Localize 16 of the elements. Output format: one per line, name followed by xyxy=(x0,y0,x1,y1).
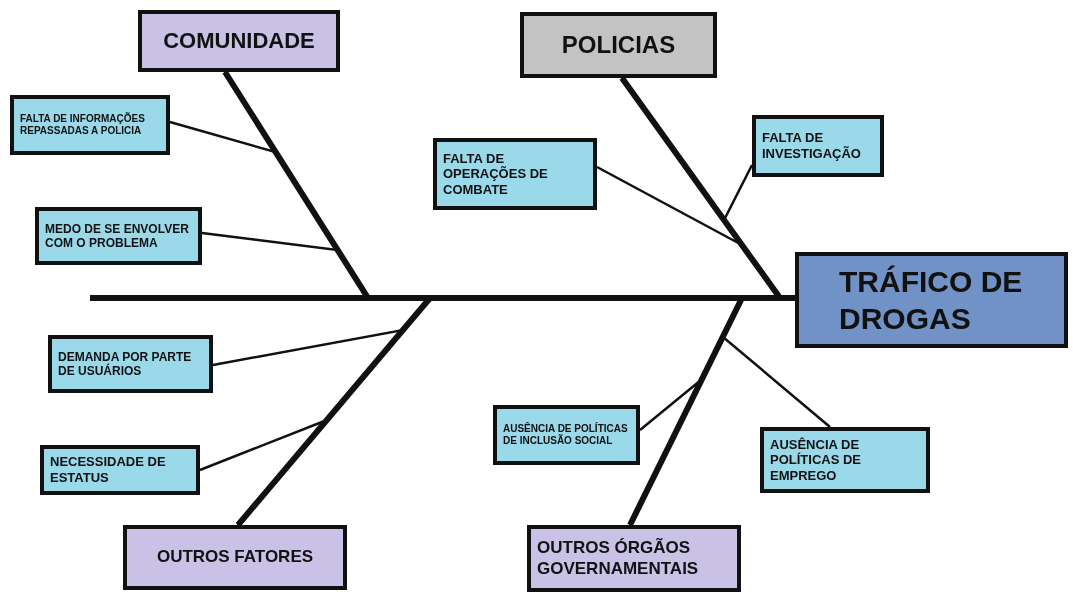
cause-box: DEMANDA POR PARTE DE USUÁRIOS xyxy=(48,335,213,393)
category-box: POLICIAS xyxy=(520,12,717,78)
cause-box: AUSÊNCIA DE POLÍTICAS DE EMPREGO xyxy=(760,427,930,493)
cause-box: MEDO DE SE ENVOLVER COM O PROBLEMA xyxy=(35,207,202,265)
cause-box: AUSÊNCIA DE POLÍTICAS DE INCLUSÃO SOCIAL xyxy=(493,405,640,465)
branch-line xyxy=(201,71,340,252)
branch-line xyxy=(199,418,329,526)
category-box: COMUNIDADE xyxy=(138,10,340,72)
cause-box: FALTA DE INVESTIGAÇÃO xyxy=(752,115,884,177)
cause-box: FALTA DE INFORMAÇÕES REPASSADAS A POLICIA xyxy=(10,95,170,155)
cause-box: NECESSIDADE DE ESTATUS xyxy=(40,445,200,495)
effect-box: TRÁFICO DE DROGAS xyxy=(795,252,1068,348)
category-box: OUTROS ÓRGÃOS GOVERNAMENTAIS xyxy=(527,525,741,592)
cause-box: FALTA DE OPERAÇÕES DE COMBATE xyxy=(433,138,597,210)
category-box: OUTROS FATORES xyxy=(123,525,347,590)
branch-line xyxy=(628,335,831,526)
